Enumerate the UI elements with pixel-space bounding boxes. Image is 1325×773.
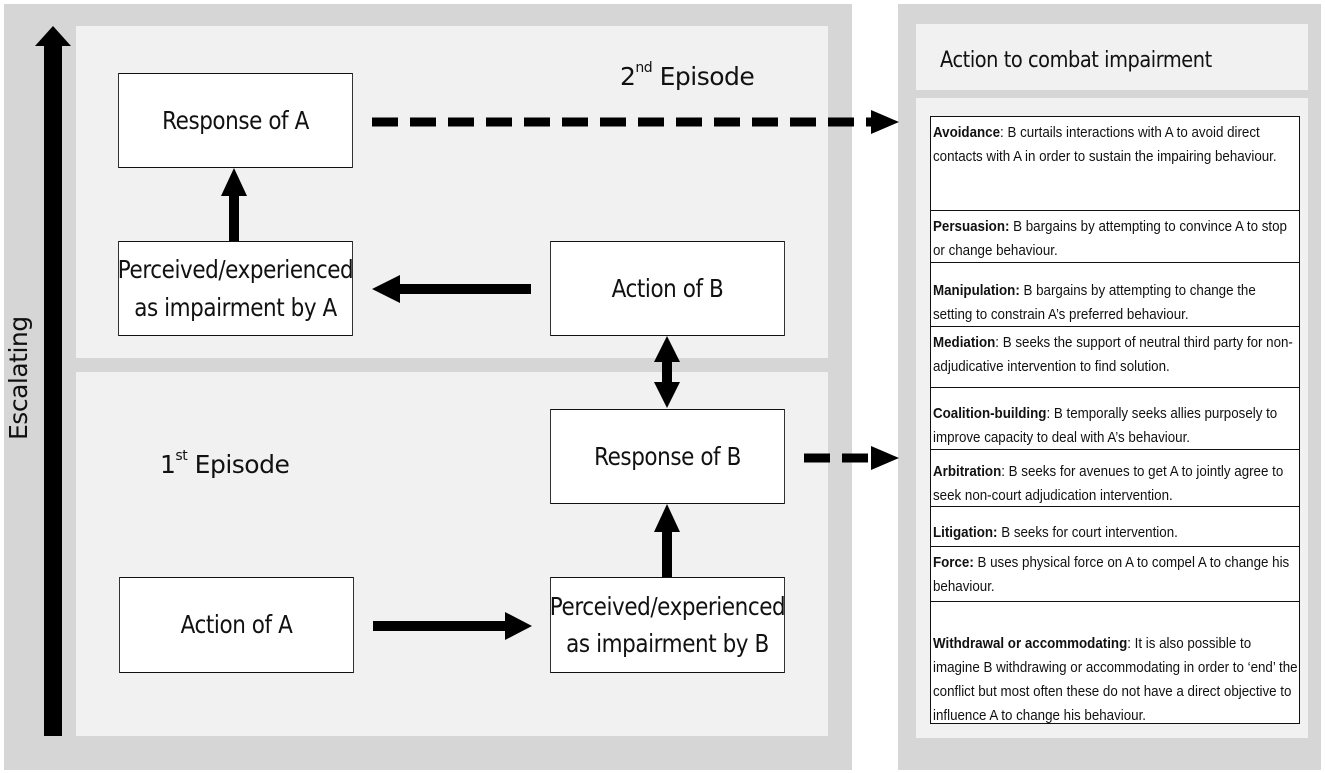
response-of-a-box: Response of A [118, 73, 353, 168]
arrow-up-shaft-b [662, 530, 672, 577]
strategy-text-avoidance: B curtails interactions with A to avoid … [933, 124, 1277, 165]
strategy-row-persuasion: Persuasion: B bargains by attempting to … [931, 211, 1299, 263]
action-of-b-box: Action of B [550, 241, 785, 336]
action-of-b-text: Action of B [611, 273, 724, 303]
strategy-row-coalition-building: Coalition-building: B temporally seeks a… [931, 388, 1299, 450]
strategy-text-coalition-building: B temporally seeks allies purposely to i… [933, 405, 1278, 446]
perceived-b-line2: as impairment by B [566, 629, 769, 658]
strategy-term-litigation: Litigation: [933, 524, 998, 541]
perceived-b-line1: Perceived/experienced [549, 591, 786, 621]
response-of-b-text: Response of B [594, 441, 741, 471]
action-of-a-box: Action of A [119, 577, 354, 673]
first-episode-suffix: st [175, 448, 188, 464]
arrow-right-shaft [373, 621, 507, 631]
strategies-table: Avoidance: B curtails interactions with … [930, 116, 1300, 724]
escalating-label: Escalating [4, 316, 33, 440]
response-of-a-text: Response of A [162, 105, 309, 135]
action-of-a-text: Action of A [180, 610, 293, 640]
strategy-text-mediation: B seeks the support of neutral third par… [933, 334, 1293, 375]
perceived-a-line1: Perceived/experienced [117, 255, 354, 284]
second-episode-ordinal: 2 [620, 62, 636, 91]
strategy-sep: : [1000, 124, 1008, 141]
strategy-text-withdrawal: It is also possible to imagine B withdra… [933, 635, 1298, 724]
first-episode-label: 1st Episode [160, 448, 290, 479]
strategy-row-litigation: Litigation: B seeks for court interventi… [931, 507, 1299, 547]
strategy-term-withdrawal: Withdrawal or accommodating [933, 635, 1128, 652]
arrow-right-head [505, 612, 532, 640]
double-arrow-head-down [654, 382, 680, 408]
right-header-panel [916, 24, 1308, 90]
strategy-row-mediation: Mediation: B seeks the support of neutra… [931, 327, 1299, 388]
strategy-term-persuasion: Persuasion: [933, 218, 1010, 235]
arrow-up-shaft-a [229, 194, 239, 241]
strategy-term-mediation: Mediation [933, 334, 996, 351]
right-panel-header: Action to combat impairment [940, 48, 1212, 73]
strategy-row-avoidance: Avoidance: B curtails interactions with … [931, 117, 1299, 211]
double-arrow-head-up [654, 336, 680, 362]
strategy-text-manipulation: B bargains by attempting to change the s… [933, 282, 1256, 323]
strategy-row-withdrawal: Withdrawal or accommodating: It is also … [931, 602, 1299, 726]
arrow-up-head-a [221, 168, 247, 196]
escalating-axis-head [35, 26, 71, 46]
strategy-row-manipulation: Manipulation: B bargains by attempting t… [931, 263, 1299, 327]
strategy-sep: : [1127, 635, 1135, 652]
strategy-text-force: B uses physical force on A to compel A t… [933, 554, 1290, 595]
response-of-b-box: Response of B [550, 409, 785, 504]
strategy-row-arbitration: Arbitration: B seeks for avenues to get … [931, 450, 1299, 507]
strategy-term-force: Force: [933, 554, 974, 571]
strategy-term-manipulation: Manipulation: [933, 282, 1020, 299]
first-episode-ordinal: 1 [160, 450, 176, 479]
arrow-left-shaft [398, 284, 531, 294]
strategy-row-force: Force: B uses physical force on A to com… [931, 547, 1299, 602]
strategy-sep: : [1046, 405, 1054, 422]
dashed-arrow-head-top [871, 110, 899, 134]
second-episode-word: Episode [659, 62, 755, 91]
double-arrow-shaft [662, 360, 672, 384]
strategy-term-coalition-building: Coalition-building [933, 405, 1047, 422]
second-episode-suffix: nd [635, 60, 653, 76]
perceived-impairment-a-box: Perceived/experienced as impairment by A [117, 241, 354, 336]
strategy-text-litigation: B seeks for court intervention. [1001, 524, 1178, 541]
arrow-up-head-b [654, 504, 680, 532]
first-episode-word: Episode [194, 450, 290, 479]
strategy-text-arbitration: B seeks for avenues to get A to jointly … [933, 463, 1284, 504]
strategy-term-avoidance: Avoidance [933, 124, 1001, 141]
perceived-a-line2: as impairment by A [134, 292, 337, 322]
strategy-term-arbitration: Arbitration [933, 463, 1002, 480]
strategy-sep: : [995, 334, 1003, 351]
escalating-axis-shaft [44, 44, 62, 736]
strategy-text-persuasion: B bargains by attempting to convince A t… [933, 218, 1287, 259]
second-episode-label: 2nd Episode [620, 60, 755, 91]
dashed-arrow-head-bottom [871, 446, 899, 470]
perceived-impairment-b-box: Perceived/experienced as impairment by B [549, 577, 786, 673]
strategy-sep: : [1001, 463, 1009, 480]
arrow-left-head [372, 275, 400, 303]
